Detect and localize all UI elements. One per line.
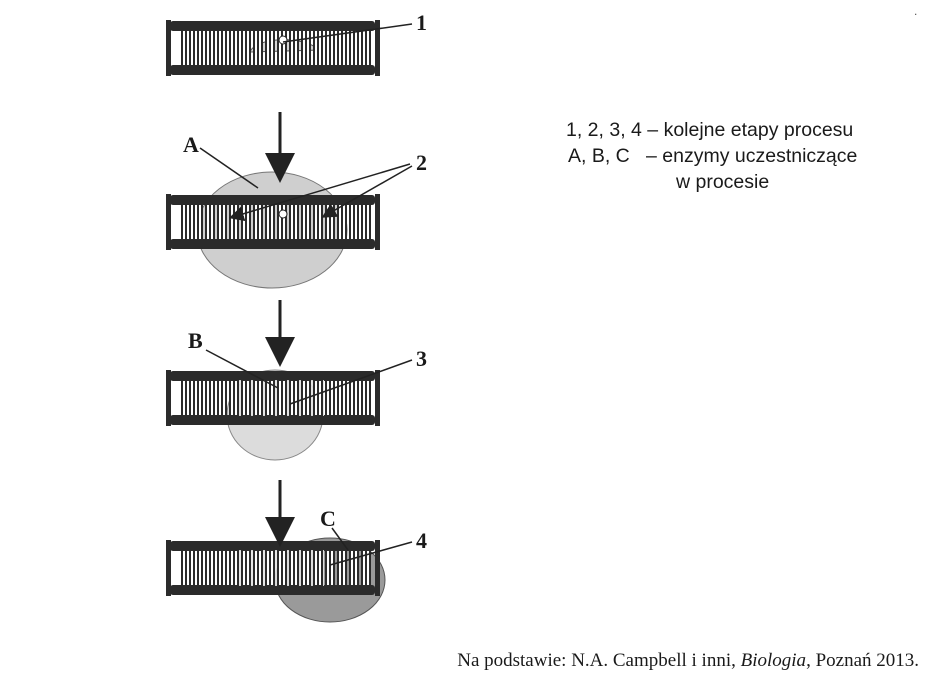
- damage-site-marker: [279, 210, 287, 218]
- dna-stage-2: [166, 172, 380, 288]
- damage-site-marker: [279, 36, 287, 44]
- enzyme-label-c: C: [320, 506, 336, 531]
- source-title: Biologia: [741, 650, 806, 671]
- dna-end-cap: [166, 540, 171, 596]
- legend-line-1: 1, 2, 3, 4 – kolejne etapy procesu: [566, 117, 926, 143]
- legend-line-2: A, B, C – enzymy uczestniczące: [566, 143, 926, 169]
- dna-end-cap: [166, 370, 171, 426]
- step-label-3: 3: [416, 346, 427, 371]
- step-label-4: 4: [416, 528, 427, 553]
- source-citation: Na podstawie: N.A. Campbell i inni, Biol…: [457, 650, 919, 672]
- corner-mark: .: [914, 4, 917, 18]
- dna-end-cap: [375, 540, 380, 596]
- dna-stage-1: [166, 20, 380, 76]
- leader-lines: [200, 24, 412, 565]
- dna-end-cap: [375, 194, 380, 250]
- dna-helix-3: [166, 370, 380, 426]
- dna-end-cap: [375, 370, 380, 426]
- dna-end-cap: [166, 194, 171, 250]
- dna-end-cap: [166, 20, 171, 76]
- step-label-2: 2: [416, 150, 427, 175]
- dna-stage-4: [166, 538, 385, 622]
- source-prefix: Na podstawie: N.A. Campbell i inni,: [457, 650, 740, 671]
- step-label-1: 1: [416, 10, 427, 35]
- legend-line-3: w procesie: [566, 169, 926, 195]
- enzyme-label-b: B: [188, 328, 203, 353]
- legend: 1, 2, 3, 4 – kolejne etapy procesu A, B,…: [566, 117, 926, 195]
- source-suffix: , Poznań 2013.: [806, 650, 919, 671]
- enzyme-label-a: A: [183, 132, 199, 157]
- dna-helix-1: [166, 20, 380, 76]
